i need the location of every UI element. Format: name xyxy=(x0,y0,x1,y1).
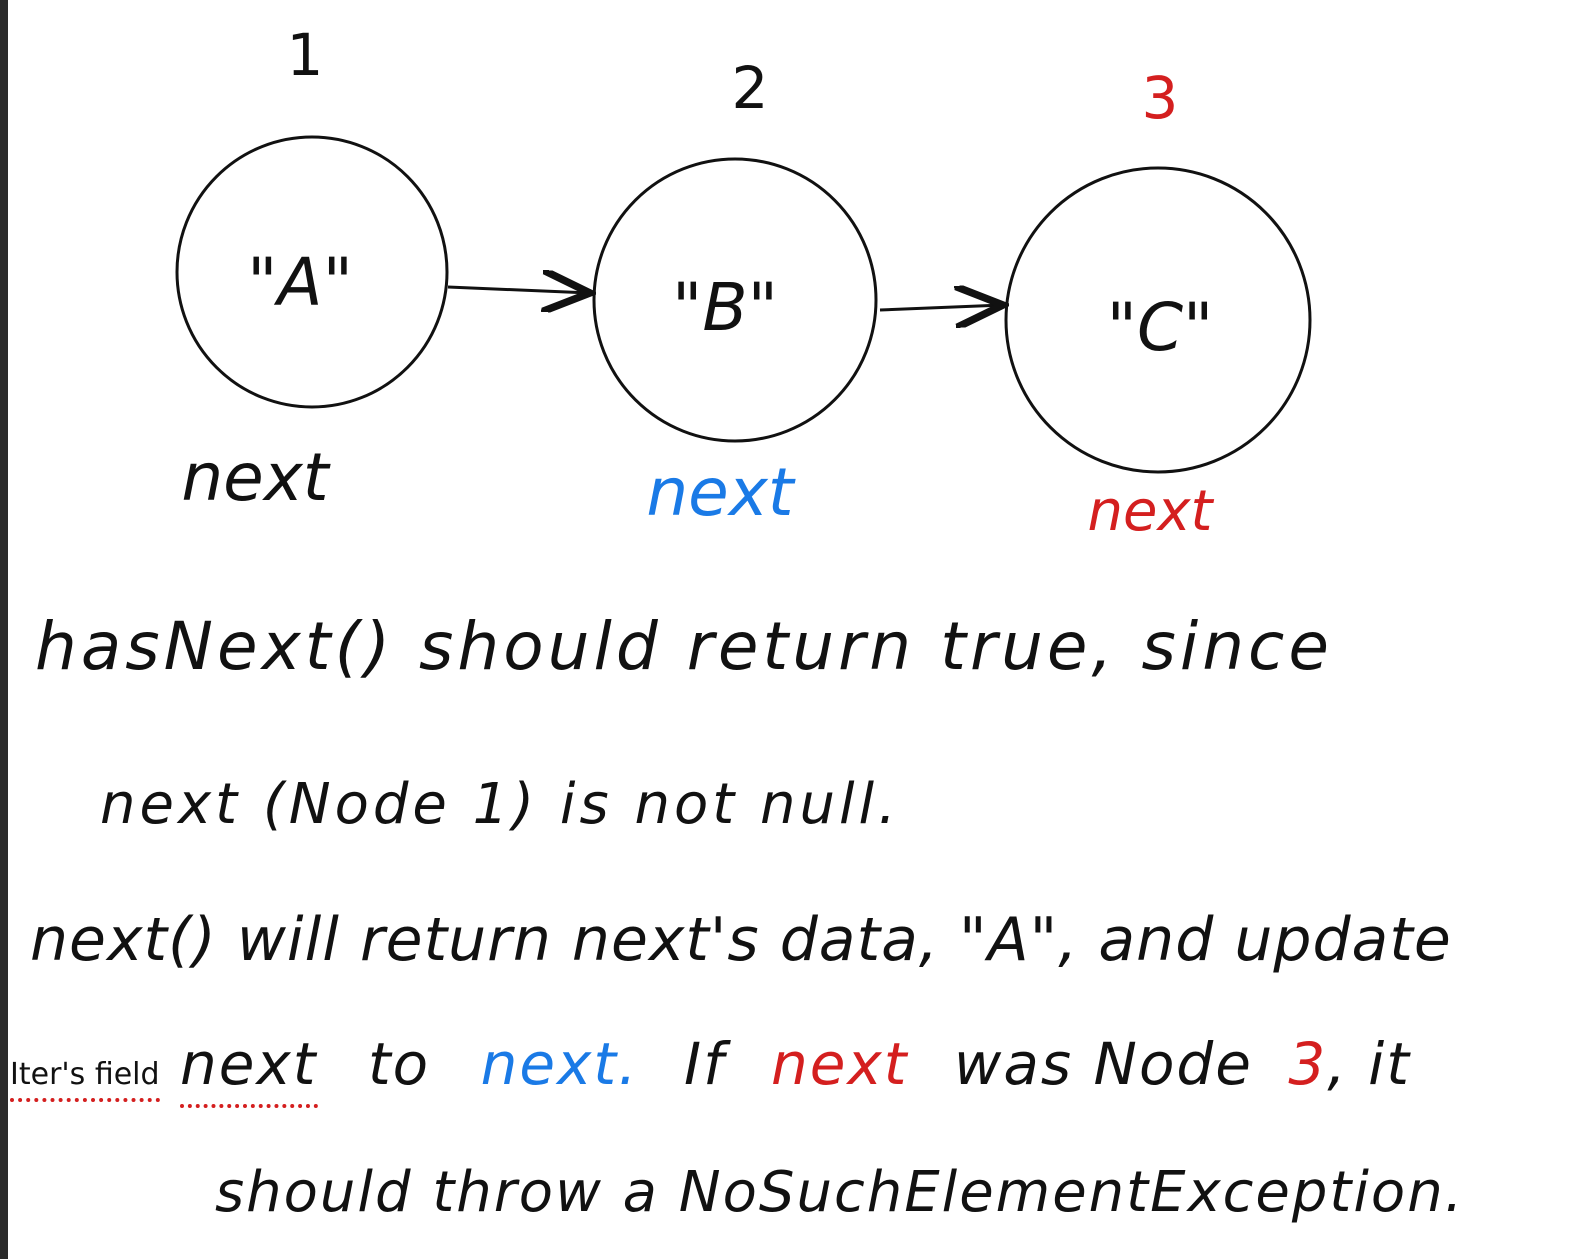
node-2-index: 2 xyxy=(732,54,769,122)
arrow-node-2-to-node-3 xyxy=(879,305,1003,310)
iters-field-label: Iter's field xyxy=(10,1057,160,1102)
node-3-data: "C" xyxy=(1107,289,1214,366)
node-3-index: 3 xyxy=(1142,64,1179,132)
to-word: to xyxy=(367,1030,431,1098)
if-word: If xyxy=(684,1030,726,1098)
linked-list-diagram: 1 "A" next 2 "B" next 3 "C" next xyxy=(175,21,1312,544)
node-1-circle xyxy=(175,135,449,409)
comma-it-words: , it xyxy=(1327,1030,1412,1098)
node-3-number: 3 xyxy=(1288,1030,1328,1098)
left-edge-bar xyxy=(0,0,8,1259)
node-2-circle xyxy=(592,157,878,443)
node-2-next-label: next xyxy=(646,454,795,531)
note-line-4: Iter's field next to next. If next was N… xyxy=(10,1030,1412,1108)
next-blue-word: next. xyxy=(480,1030,639,1098)
node-2-data: "B" xyxy=(672,269,778,346)
node-1: 1 "A" next xyxy=(175,21,449,516)
note-line-2: next (Node 1) is not null. xyxy=(100,772,900,837)
note-line-5: should throw a NoSuchElementException. xyxy=(215,1160,1465,1225)
node-3: 3 "C" next xyxy=(1004,64,1312,544)
iters-next-word: next xyxy=(179,1030,318,1108)
was-node-words: was Node xyxy=(953,1030,1253,1098)
node-3-circle xyxy=(1004,166,1312,474)
next-red-word: next xyxy=(770,1030,909,1098)
node-1-index: 1 xyxy=(287,21,324,89)
node-1-next-label: next xyxy=(181,439,330,516)
node-3-next-label: next xyxy=(1087,479,1214,544)
arrow-node-1-to-node-2 xyxy=(447,287,590,293)
note-line-1: hasNext() should return true, since xyxy=(35,608,1333,685)
note-line-3: next() will return next's data, "A", and… xyxy=(30,905,1452,975)
node-1-data: "A" xyxy=(247,244,353,321)
node-2: 2 "B" next xyxy=(592,54,878,531)
